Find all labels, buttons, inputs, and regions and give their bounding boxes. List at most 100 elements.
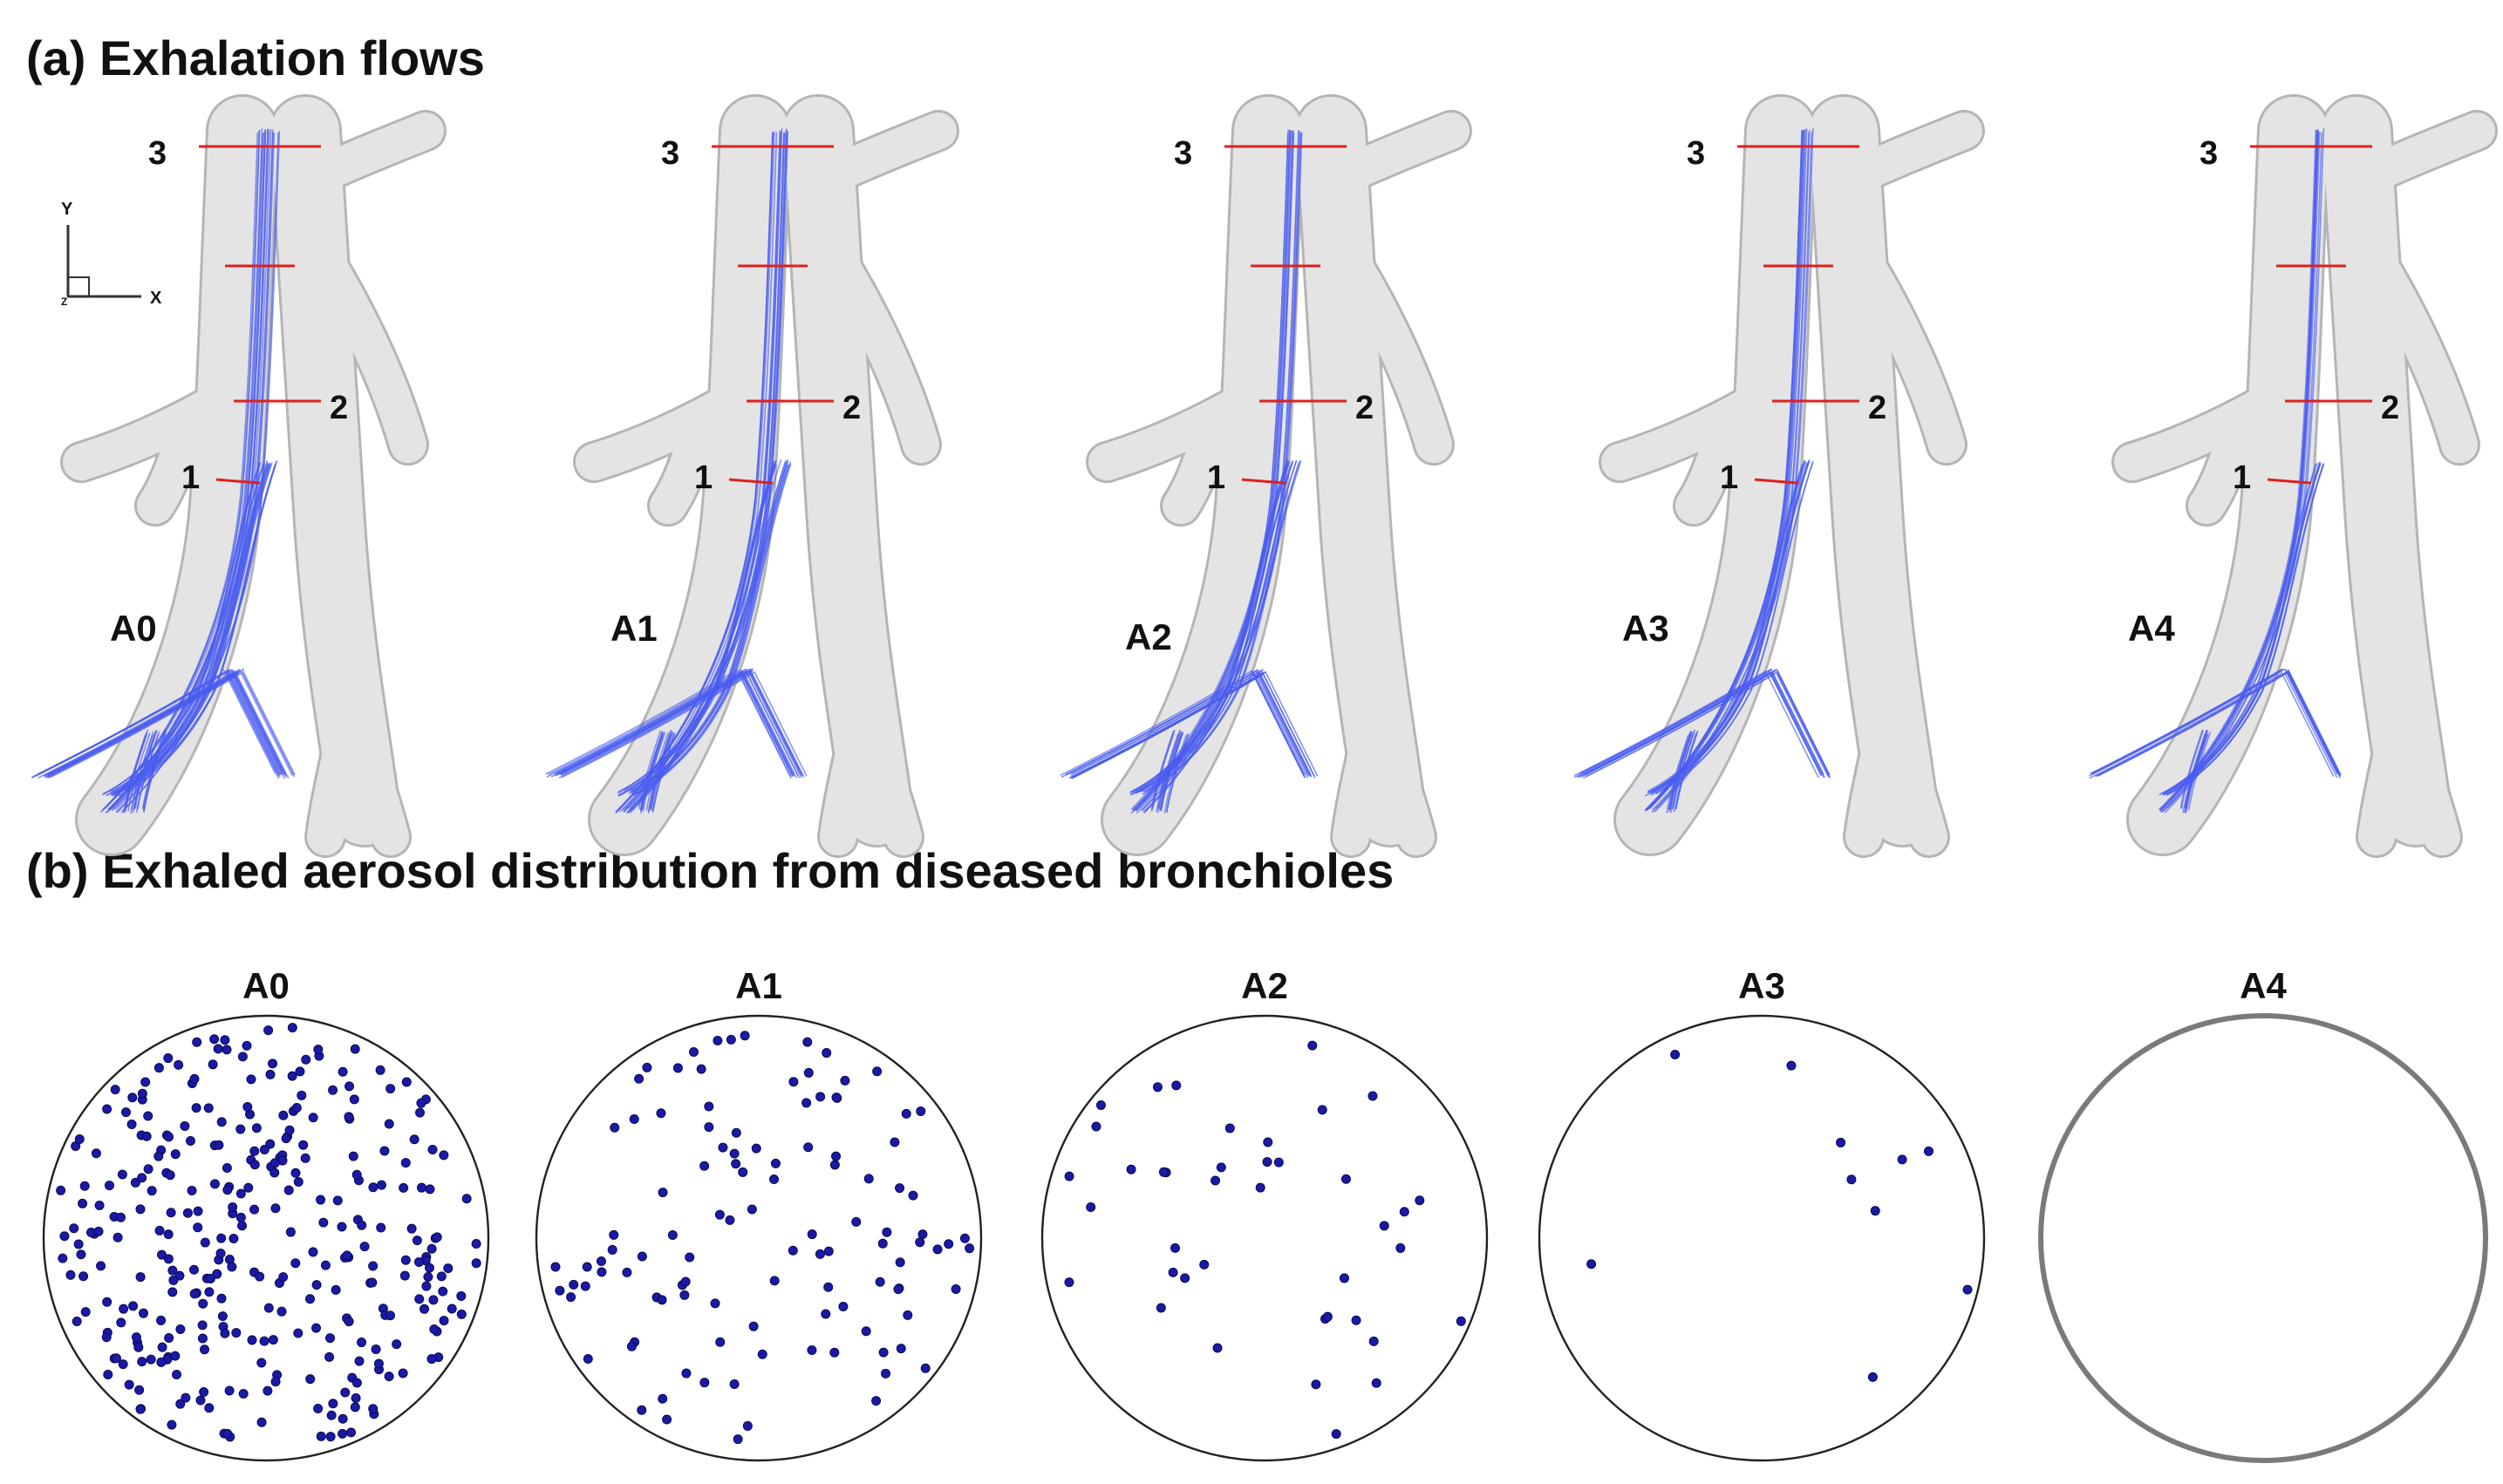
aerosol-particle xyxy=(409,1134,419,1145)
airway-tube xyxy=(1088,374,1278,480)
station-line-1 xyxy=(1754,478,1799,485)
aerosol-particle xyxy=(1263,1137,1273,1147)
streamline xyxy=(1768,671,1823,777)
aerosol-particle xyxy=(742,1420,753,1431)
aerosol-particle xyxy=(290,1258,301,1269)
airway-tube xyxy=(2336,208,2478,463)
airway-tube xyxy=(1675,400,1747,524)
aerosol-particle xyxy=(268,1335,278,1345)
aerosol-particle xyxy=(710,1298,720,1309)
aerosol-particle xyxy=(213,1044,223,1054)
aerosol-particle xyxy=(944,1239,954,1249)
aerosol-particle xyxy=(1962,1284,1973,1295)
aerosol-particle xyxy=(168,1275,179,1285)
aerosol-particle xyxy=(965,1243,975,1254)
airway-tube xyxy=(1601,374,1790,480)
aerosol-particle xyxy=(447,1304,457,1314)
streamline xyxy=(1070,670,1263,776)
aerosol-particle xyxy=(346,1427,357,1438)
streamline xyxy=(642,732,666,812)
streamline xyxy=(227,671,281,778)
airway-tube xyxy=(137,400,208,524)
aerosol-particle xyxy=(205,1273,215,1283)
streamline xyxy=(2160,132,2320,813)
aerosol-particle xyxy=(320,1260,331,1270)
aerosol-particle xyxy=(182,1208,193,1218)
aerosol-particle xyxy=(696,1064,706,1074)
aerosol-case-label: A3 xyxy=(1738,965,1785,1006)
aerosol-particle xyxy=(895,1257,905,1268)
aerosol-particle xyxy=(658,1188,668,1198)
streamline xyxy=(1261,671,1315,776)
aerosol-particle xyxy=(439,1316,449,1326)
streamline xyxy=(1158,731,1182,810)
streamline xyxy=(1142,462,1300,795)
aerosol-particle xyxy=(1311,1379,1321,1390)
aerosol-particle xyxy=(829,1160,840,1170)
aerosol-particle xyxy=(1351,1315,1361,1325)
streamline xyxy=(1256,671,1310,777)
aerosol-particle xyxy=(101,1332,112,1343)
streamline xyxy=(2287,669,2341,774)
aerosol-particle xyxy=(629,1114,639,1125)
aerosol-particle xyxy=(747,1204,757,1215)
streamline xyxy=(2284,668,2338,774)
aerosol-particle xyxy=(815,1092,826,1102)
aerosol-particle xyxy=(236,1221,247,1231)
aerosol-particle xyxy=(1836,1137,1846,1147)
aerosol-particle xyxy=(110,1085,120,1095)
aerosol-particle xyxy=(1171,1080,1182,1091)
aerosol-particle xyxy=(367,1277,378,1288)
cross-section-circle xyxy=(1040,1014,1489,1462)
aerosol-particle xyxy=(238,1388,249,1399)
streamline xyxy=(131,731,154,811)
section-a-title: (a) Exhalation flows xyxy=(26,31,485,85)
aerosol-particle xyxy=(1379,1221,1389,1231)
aerosol-particle xyxy=(300,1153,310,1163)
aerosol-particle xyxy=(249,1146,260,1156)
axis-triad: Y X Z xyxy=(61,200,162,308)
streamline xyxy=(44,671,238,777)
aerosol-particle xyxy=(297,1090,307,1100)
streamline xyxy=(1070,672,1264,779)
aerosol-particle xyxy=(1170,1242,1180,1253)
aerosol-particle xyxy=(401,1077,412,1087)
aerosol-particle xyxy=(197,1333,208,1344)
streamline xyxy=(242,671,296,778)
streamline xyxy=(235,673,290,779)
streamline xyxy=(1645,130,1804,812)
aerosol-particle xyxy=(193,1206,203,1216)
streamline xyxy=(2158,129,2317,811)
station-label-1: 1 xyxy=(2233,459,2251,496)
aerosol-particle xyxy=(191,1103,201,1113)
aerosol-particle xyxy=(344,1081,355,1092)
aerosol-particle xyxy=(338,1066,348,1077)
aerosol-particle xyxy=(269,1167,280,1178)
aerosol-particle xyxy=(436,1271,447,1282)
aerosol-particle xyxy=(815,1249,825,1259)
aerosol-particle xyxy=(326,1410,337,1420)
streamline xyxy=(2097,671,2290,777)
streamline xyxy=(1132,129,1291,811)
streamline xyxy=(1257,671,1312,778)
aerosol-particle xyxy=(78,1271,89,1282)
airway-tube xyxy=(1824,112,1982,201)
aerosol-particle xyxy=(316,1431,326,1441)
aerosol-particle xyxy=(637,1405,647,1415)
aerosol-particle xyxy=(423,1272,433,1283)
aerosol-particle xyxy=(729,1378,740,1389)
aerosol-particle xyxy=(308,1113,318,1123)
aerosol-particle xyxy=(1211,1175,1221,1186)
aerosol-particle xyxy=(72,1316,82,1326)
aerosol-particle xyxy=(180,1120,190,1131)
aerosol-particle xyxy=(69,1223,79,1234)
streamline xyxy=(2159,130,2318,811)
aerosol-particle xyxy=(1897,1154,1907,1165)
aerosol-particle xyxy=(419,1304,430,1314)
streamline xyxy=(561,671,754,779)
streamline xyxy=(228,669,283,775)
streamline xyxy=(228,670,282,776)
aerosol-particle xyxy=(714,1209,725,1220)
aerosol-particle xyxy=(209,1179,220,1189)
aerosol-particle xyxy=(359,1242,370,1252)
